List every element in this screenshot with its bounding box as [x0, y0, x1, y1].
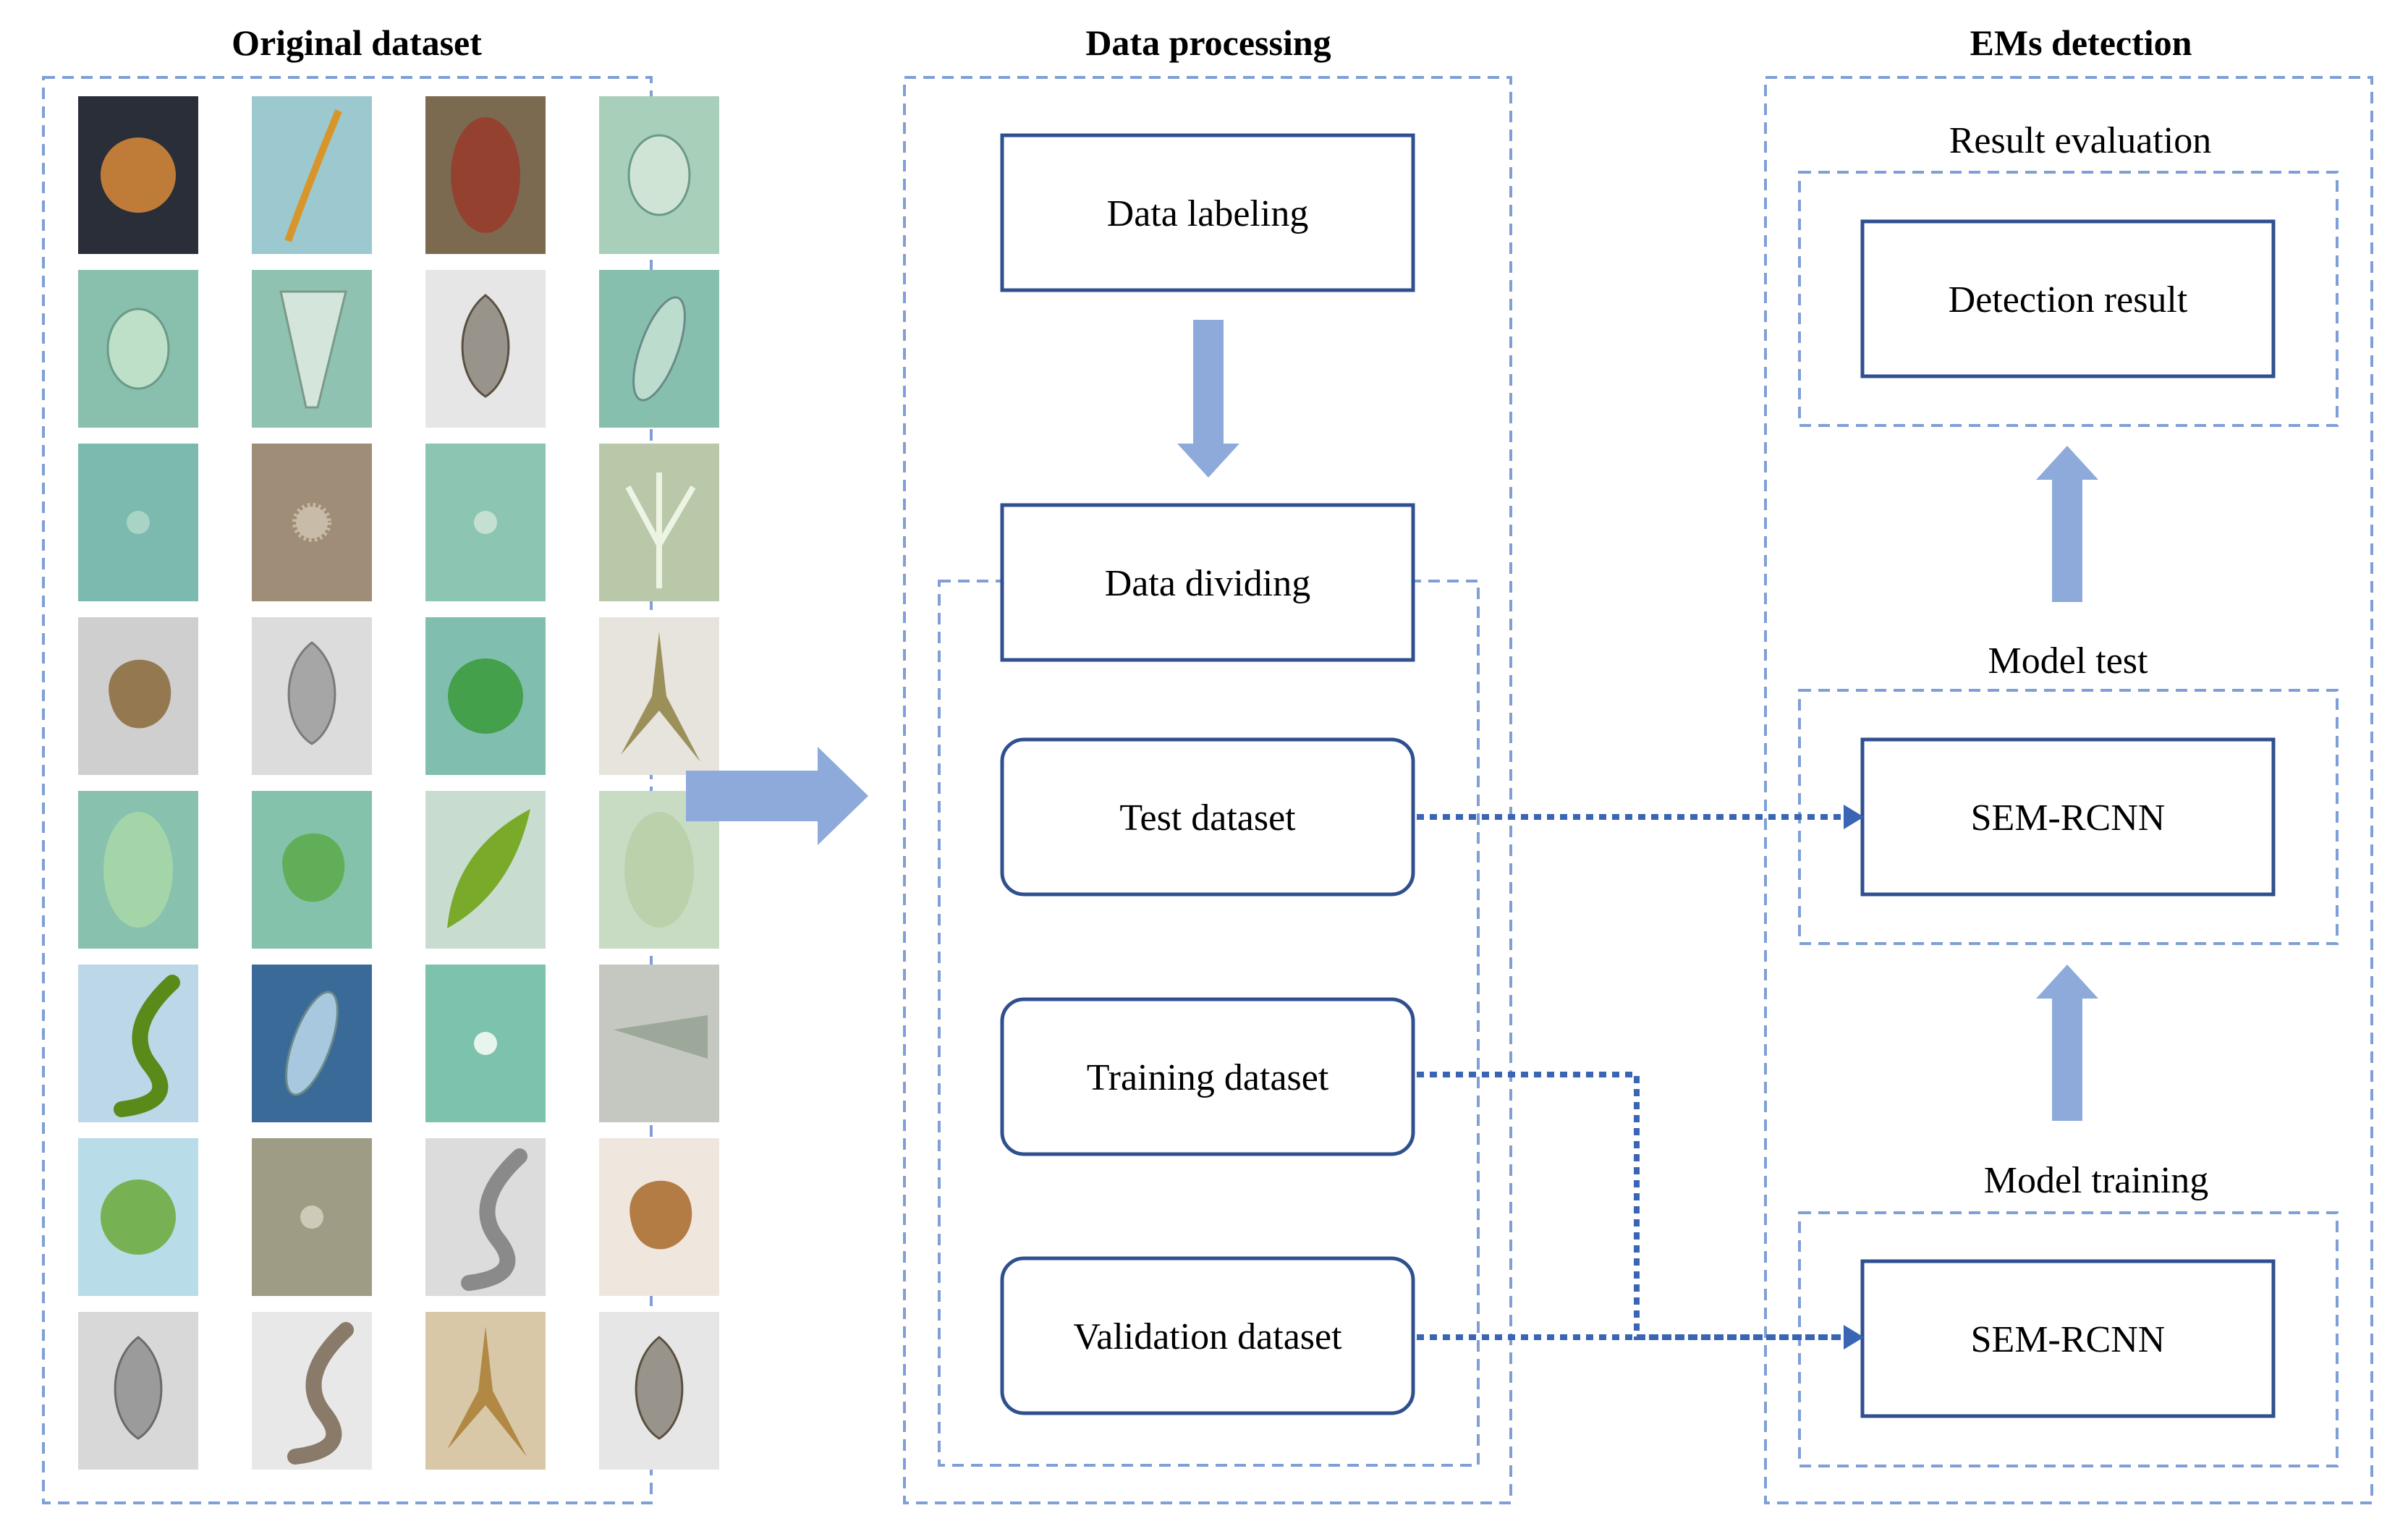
microorganism-image-tile	[78, 1138, 198, 1296]
microorganism-shape	[284, 109, 342, 242]
microorganism-image-tile	[599, 1138, 719, 1296]
data-dividing-box	[1000, 503, 1415, 662]
model-test-sem-rcnn-box	[1860, 737, 2276, 897]
ems-detection-title: EMs detection	[1970, 22, 2192, 63]
result-evaluation-panel	[1798, 171, 2339, 427]
training-to-model-training-connector	[1417, 1072, 1851, 1340]
microorganism-shape	[614, 1015, 708, 1059]
data-labeling-label: Data labeling	[1107, 193, 1309, 234]
microorganism-image-tile	[252, 617, 372, 775]
microorganism-shape	[474, 1032, 497, 1055]
microorganism-image-tile	[425, 270, 546, 428]
microorganism-image-tile	[425, 96, 546, 254]
microorganism-shape	[287, 641, 336, 745]
microorganism-shape	[621, 632, 700, 762]
data-labeling-box	[1000, 133, 1415, 292]
model-training-sem-rcnn-label: SEM-RCNN	[1971, 1319, 2166, 1360]
result-evaluation-label: Result evaluation	[1949, 120, 2211, 161]
microorganism-image-tile	[599, 617, 719, 775]
microorganism-image-tile	[599, 965, 719, 1122]
original-dataset-panel	[42, 76, 653, 1504]
microorganism-image-tile	[425, 1312, 546, 1470]
microorganism-shape	[447, 809, 530, 928]
microorganism-shape	[114, 975, 180, 1117]
microorganism-shape	[461, 294, 510, 398]
microorganism-shape	[625, 473, 696, 588]
data-dividing-label: Data dividing	[1105, 563, 1311, 604]
microorganism-shape	[127, 511, 150, 534]
microorganism-image-tile	[252, 791, 372, 949]
microorganism-shape	[632, 296, 686, 402]
microorganism-shape	[629, 1180, 692, 1250]
microorganism-shape	[285, 991, 339, 1096]
microorganism-shape	[287, 1322, 354, 1465]
microorganism-shape	[114, 1336, 163, 1440]
microorganism-image-tile	[252, 1312, 372, 1470]
microorganism-image-tile	[425, 965, 546, 1122]
model-test-label: Model test	[1988, 640, 2149, 682]
microorganism-image-tile	[78, 270, 198, 428]
ems-detection-panel	[1764, 76, 2373, 1504]
model-training-label: Model training	[1984, 1160, 2209, 1201]
microorganism-image-grid	[78, 96, 719, 1470]
flow-arrow-up-upper	[2036, 446, 2098, 602]
microorganism-image-tile	[425, 791, 546, 949]
microorganism-image-tile	[78, 791, 198, 949]
microorganism-image-tile	[78, 1312, 198, 1470]
microorganism-shape	[451, 117, 520, 233]
microorganism-image-tile	[252, 965, 372, 1122]
training-dataset-label: Training dataset	[1087, 1057, 1329, 1098]
microorganism-shape	[106, 308, 170, 390]
flow-arrow-up-lower	[2036, 965, 2098, 1121]
microorganism-image-tile	[425, 444, 546, 601]
microorganism-shape	[282, 833, 345, 902]
dotted-connectors	[1417, 814, 1851, 1340]
microorganism-shape	[474, 511, 497, 534]
microorganism-image-tile	[599, 444, 719, 601]
microorganism-shape	[461, 1148, 527, 1291]
flow-arrow-right	[686, 747, 868, 845]
test-dataset-label: Test dataset	[1119, 797, 1296, 839]
data-processing-title: Data processing	[1085, 22, 1331, 63]
microorganism-shape	[109, 659, 171, 729]
microorganism-shape	[101, 137, 176, 213]
test-connector-arrowhead	[1844, 805, 1864, 829]
microorganism-image-tile	[599, 1312, 719, 1470]
microorganism-image-tile	[252, 96, 372, 254]
test-dataset-box	[1000, 737, 1415, 897]
microorganism-shape	[627, 134, 691, 216]
microorganism-image-tile	[252, 270, 372, 428]
validation-dataset-box	[1000, 1256, 1415, 1415]
microorganism-image-tile	[425, 617, 546, 775]
microorganism-image-tile	[78, 96, 198, 254]
microorganism-shape	[103, 812, 173, 928]
microorganism-shape	[448, 658, 523, 734]
original-dataset-title: Original dataset	[232, 22, 482, 63]
microorganism-shape	[101, 1179, 176, 1255]
microorganism-shape	[300, 1206, 323, 1229]
model-test-sem-rcnn-label: SEM-RCNN	[1971, 797, 2166, 839]
microorganism-shape	[292, 503, 331, 542]
microorganism-image-tile	[599, 96, 719, 254]
flow-arrow-down	[1177, 320, 1239, 478]
microorganism-shape	[624, 812, 694, 928]
microorganism-shape	[635, 1336, 684, 1440]
validation-dataset-label: Validation dataset	[1073, 1316, 1342, 1357]
microorganism-image-tile	[252, 1138, 372, 1296]
microorganism-image-tile	[78, 617, 198, 775]
model-training-sem-rcnn-box	[1860, 1259, 2276, 1418]
microorganism-image-tile	[252, 444, 372, 601]
microorganism-image-tile	[425, 1138, 546, 1296]
data-processing-panel	[903, 76, 1512, 1504]
training-dataset-box	[1000, 997, 1415, 1156]
detection-result-box	[1860, 219, 2276, 378]
microorganism-image-tile	[78, 444, 198, 601]
detection-result-label: Detection result	[1949, 279, 2188, 321]
microorganism-shape	[279, 290, 347, 409]
training-connector-arrowhead	[1844, 1325, 1864, 1350]
microorganism-shape	[447, 1326, 527, 1457]
microorganism-image-tile	[78, 965, 198, 1122]
microorganism-image-tile	[599, 270, 719, 428]
